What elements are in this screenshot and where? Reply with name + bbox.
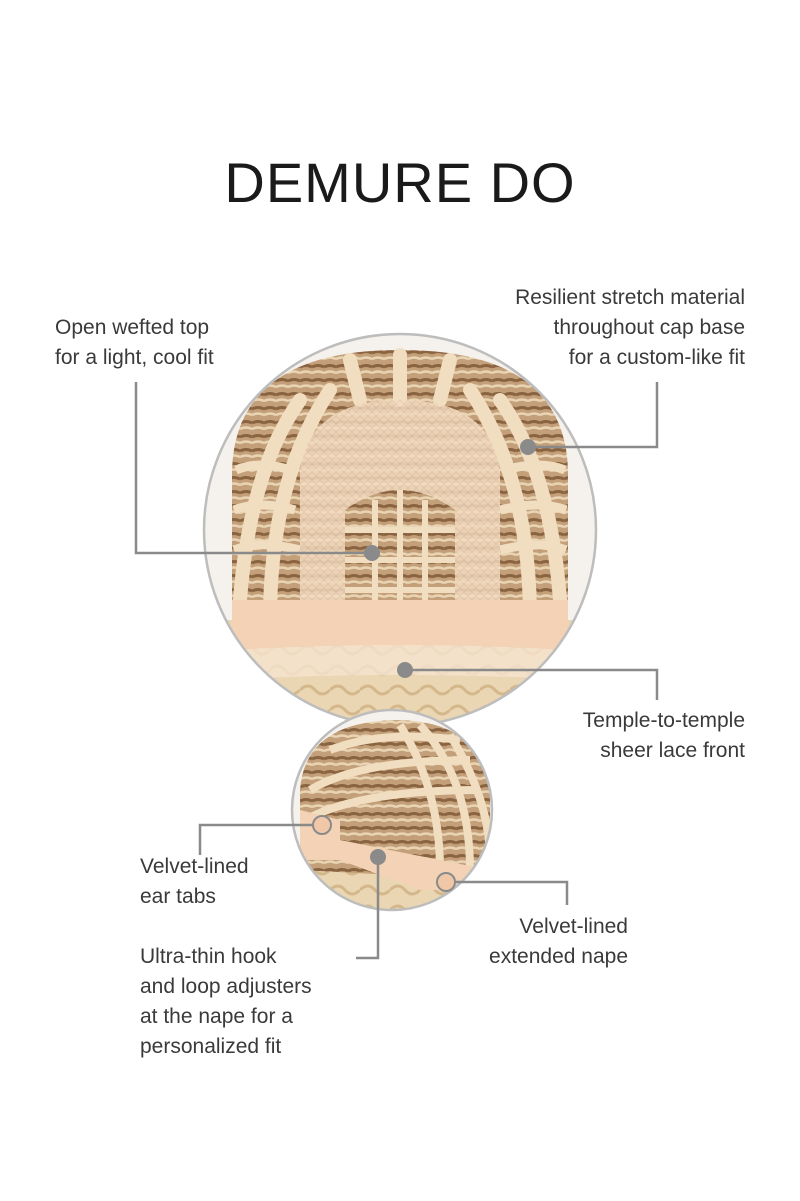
callout-stretch-material: Resilient stretch material throughout ca… <box>515 286 745 369</box>
callout-ear-tabs: Velvet-lined ear tabs <box>140 855 249 908</box>
callout-adjusters: Ultra-thin hook and loop adjusters at th… <box>140 945 312 1058</box>
callout-dots <box>312 439 536 892</box>
callout-lace-front: Temple-to-temple sheer lace front <box>582 709 745 762</box>
leader-lines <box>134 382 659 960</box>
small-cap-photo <box>292 710 492 910</box>
callout-open-wefted-top: Open wefted top for a light, cool fit <box>55 316 214 369</box>
large-cap-photo <box>204 334 596 726</box>
callout-nape: Velvet-lined extended nape <box>489 915 628 968</box>
product-title: DEMURE DO <box>224 151 576 214</box>
